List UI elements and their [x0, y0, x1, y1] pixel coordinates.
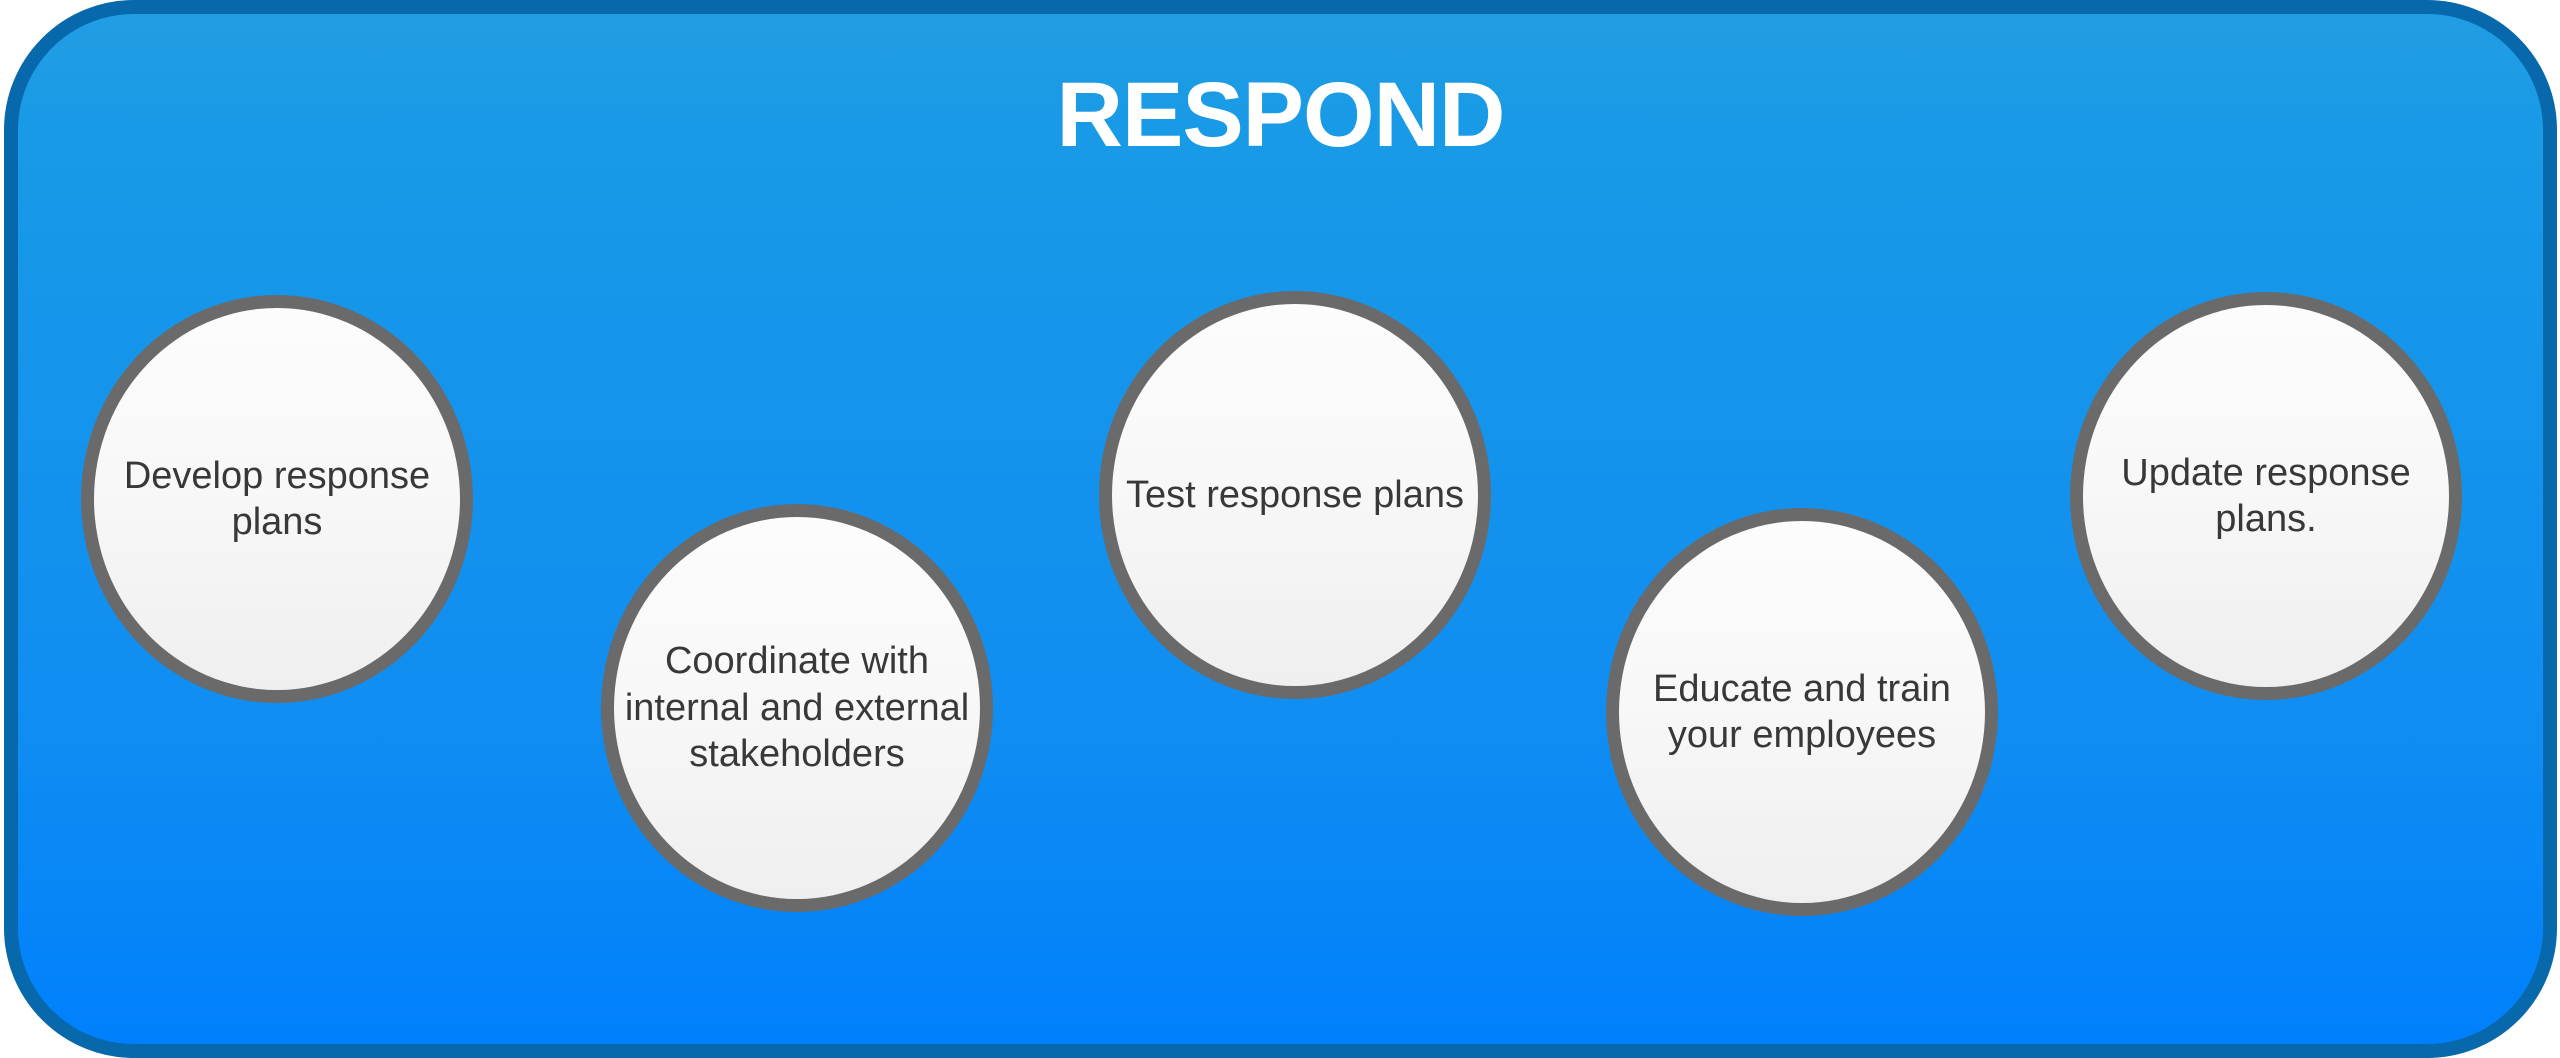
step-circle-coordinate-stakeholders: Coordinate with internal and external st…: [601, 504, 993, 912]
page-title: RESPOND: [1056, 64, 1506, 166]
step-circle-update-response-plans: Update response plans.: [2070, 292, 2462, 700]
step-label: Coordinate with internal and external st…: [624, 640, 970, 776]
step-label: Test response plans: [1126, 473, 1464, 516]
step-circle-test-response-plans: Test response plans: [1099, 291, 1491, 699]
step-circle-develop-response-plans: Develop response plans: [81, 295, 473, 703]
step-label: Update response plans.: [2121, 451, 2411, 540]
step-label: Educate and train your employees: [1653, 667, 1951, 756]
step-label: Develop response plans: [123, 454, 431, 543]
step-circle-educate-train-employees: Educate and train your employees: [1606, 508, 1998, 916]
respond-panel: RESPOND Develop response plans Coordinat…: [4, 0, 2557, 1058]
